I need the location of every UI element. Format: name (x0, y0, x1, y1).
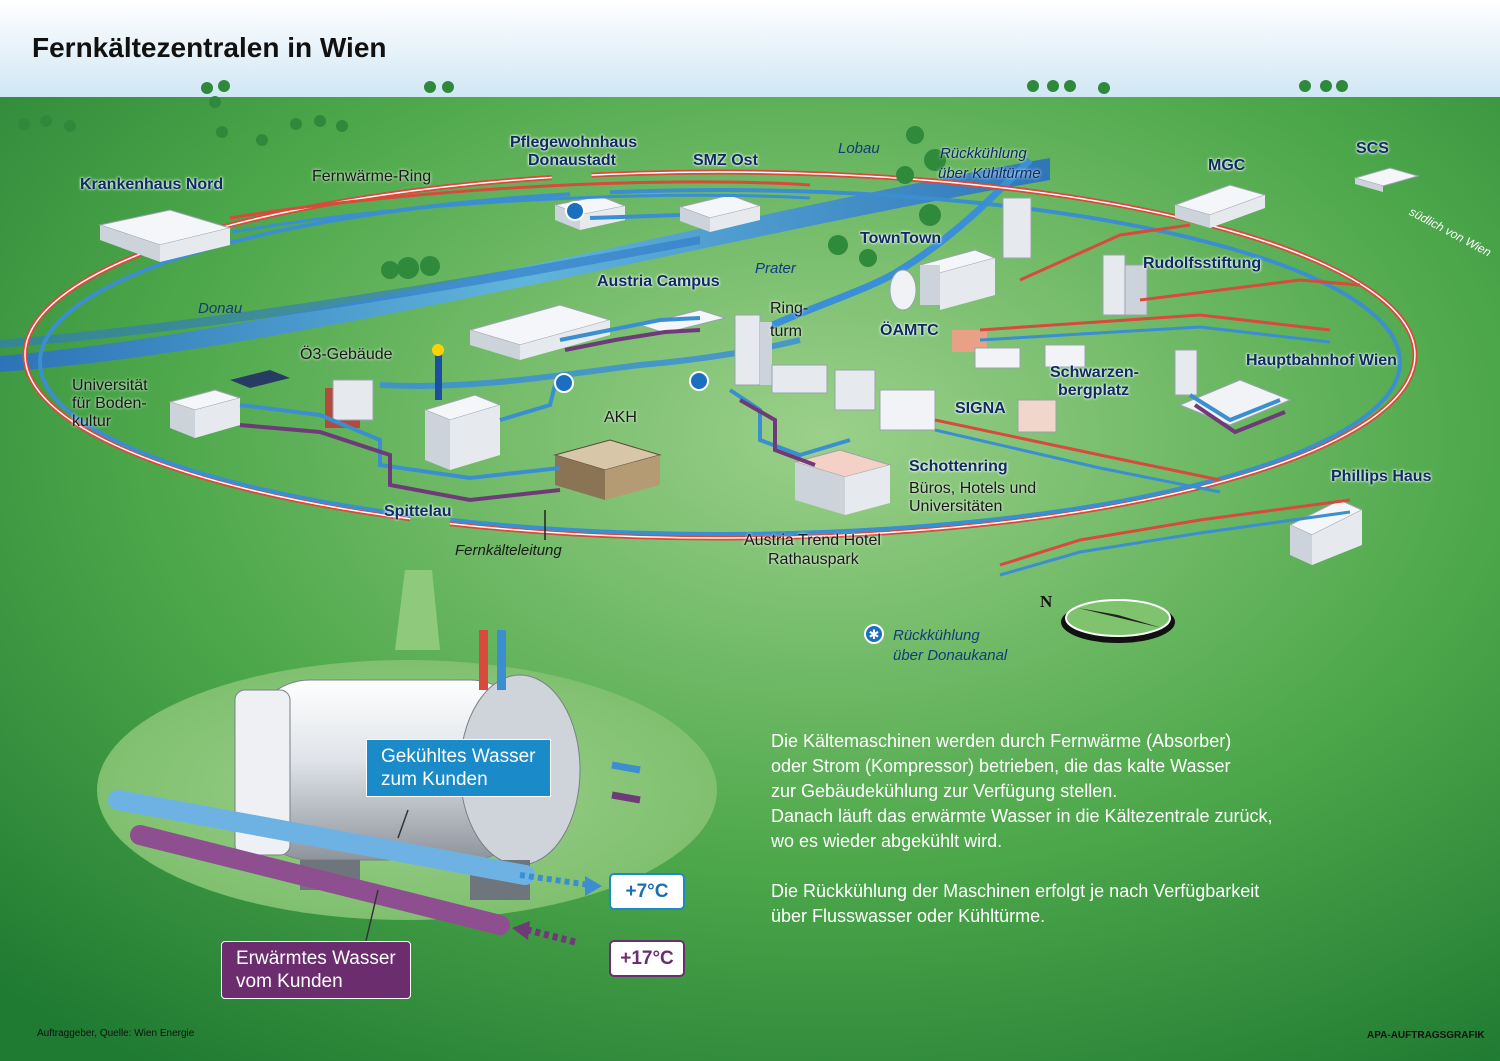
label-donau: Donau (198, 300, 243, 317)
label-schottenring-sub-2: Universitäten (909, 498, 1003, 515)
fernwaerme-ring-outer-highlight (24, 171, 1416, 539)
building-krankenhaus-nord (98, 209, 232, 262)
warm-flow-arrow (527, 926, 576, 946)
building-smz-ost (678, 194, 762, 232)
building-spittelau (423, 344, 502, 470)
label-rueckkuehlung-tuerme-1: Rückkühlung (940, 145, 1027, 162)
label-mgc: MGC (1208, 157, 1246, 174)
donau-river (0, 158, 1050, 372)
label-rueckkuehlung-tuerme-2: über Kühltürme (938, 165, 1041, 182)
footer-credit: APA-AUFTRAGSGRAFIK (1367, 1030, 1485, 1041)
description-paragraph-2: Die Rückkühlung der Maschinen erfolgt je… (771, 881, 1260, 926)
neue-donau (0, 236, 700, 348)
detail-connector (395, 570, 440, 650)
building-oeamtc (952, 330, 1021, 369)
label-rudolfsstiftung: Rudolfsstiftung (1143, 255, 1262, 272)
warm-pointer (364, 889, 379, 946)
ring-branches (229, 180, 1361, 577)
label-oeamtc: ÖAMTC (880, 322, 939, 339)
compass (1061, 599, 1175, 643)
label-pflegewohnhaus-1: Pflegewohnhaus (510, 134, 638, 151)
svg-text:✱: ✱ (869, 628, 880, 643)
label-krankenhaus-nord: Krankenhaus Nord (80, 176, 224, 193)
compass-north-label: N (1040, 592, 1053, 611)
cold-flow-arrow (519, 872, 591, 888)
label-schwarzenbergplatz-2: bergplatz (1058, 382, 1130, 399)
cooled-water-callout: Gekühltes Wasser zum Kunden (366, 739, 551, 797)
temperature-warm-badge: +17°C (609, 940, 685, 977)
label-hauptbahnhof-wien: Hauptbahnhof Wien (1246, 352, 1397, 369)
label-pflegewohnhaus-2: Donaustadt (528, 152, 616, 169)
label-austria-trend-hotel-1: Austria Trend Hotel (744, 532, 881, 549)
building-schottenring (793, 369, 936, 515)
label-akh: AKH (604, 409, 637, 426)
building-akh (553, 439, 662, 500)
label-scs: SCS (1356, 140, 1389, 157)
label-schottenring: Schottenring (909, 458, 1008, 475)
label-spittelau: Spittelau (384, 503, 452, 520)
label-fernwaerme-ring: Fernwärme-Ring (312, 168, 432, 185)
label-phillips-haus: Phillips Haus (1331, 468, 1432, 485)
label-ringturm-1: Ring- (770, 300, 809, 317)
map-trees (381, 126, 946, 279)
fernwaerme-ring-inner (38, 188, 1402, 536)
label-boku-1: Universität (72, 377, 148, 394)
label-fernkaelteleitung: Fernkälteleitung (455, 542, 562, 559)
label-lobau: Lobau (838, 140, 880, 157)
legend-rueckkuehlung-1: Rückkühlung (893, 627, 980, 644)
building-schwarzenbergplatz (1044, 344, 1086, 368)
horizon-trees (18, 80, 1348, 146)
buildings (98, 167, 1420, 565)
warmed-water-callout: Erwärmtes Wasser vom Kunden (221, 941, 411, 999)
building-towntown (889, 197, 1032, 311)
label-signa: SIGNA (955, 400, 1006, 417)
label-austria-campus: Austria Campus (597, 273, 720, 290)
building-rudolfsstiftung (1102, 254, 1148, 316)
fernkaelte-pipes (239, 213, 1286, 503)
warmed-water-pipe (130, 825, 510, 935)
label-smz-ost: SMZ Ost (693, 152, 758, 169)
description-paragraph-1: Die Kältemaschinen werden durch Fernwärm… (771, 731, 1273, 851)
building-boku (168, 370, 290, 438)
cold-pointer (397, 809, 409, 839)
label-boku-3: kultur (72, 413, 112, 430)
label-schottenring-sub-1: Büros, Hotels und (909, 480, 1037, 497)
label-boku-2: für Boden- (72, 395, 147, 412)
building-signa (1017, 399, 1057, 433)
building-mgc (1173, 184, 1267, 228)
building-phillips (1288, 499, 1364, 565)
label-prater: Prater (755, 260, 796, 277)
label-ringturm-2: turm (770, 323, 802, 340)
footer-source: Auftraggeber, Quelle: Wien Energie (37, 1028, 195, 1039)
temperature-cold-badge: +7°C (609, 873, 685, 910)
label-schwarzenbergplatz-1: Schwarzen- (1050, 364, 1139, 381)
page-title: Fernkältezentralen in Wien (32, 32, 387, 63)
label-austria-trend-hotel-2: Rathauspark (768, 551, 859, 568)
building-scs (1353, 167, 1420, 192)
label-oe3-gebaeude: Ö3-Gebäude (300, 346, 393, 363)
label-towntown: TownTown (860, 230, 942, 247)
building-austria-campus (468, 304, 727, 360)
donaukanal-cooling-markers (554, 201, 709, 393)
building-ringturm (734, 314, 828, 394)
legend-rueckkuehlung-2: über Donaukanal (893, 647, 1008, 664)
legend-snowflake-icon (864, 624, 884, 644)
sky-background (0, 0, 1500, 100)
